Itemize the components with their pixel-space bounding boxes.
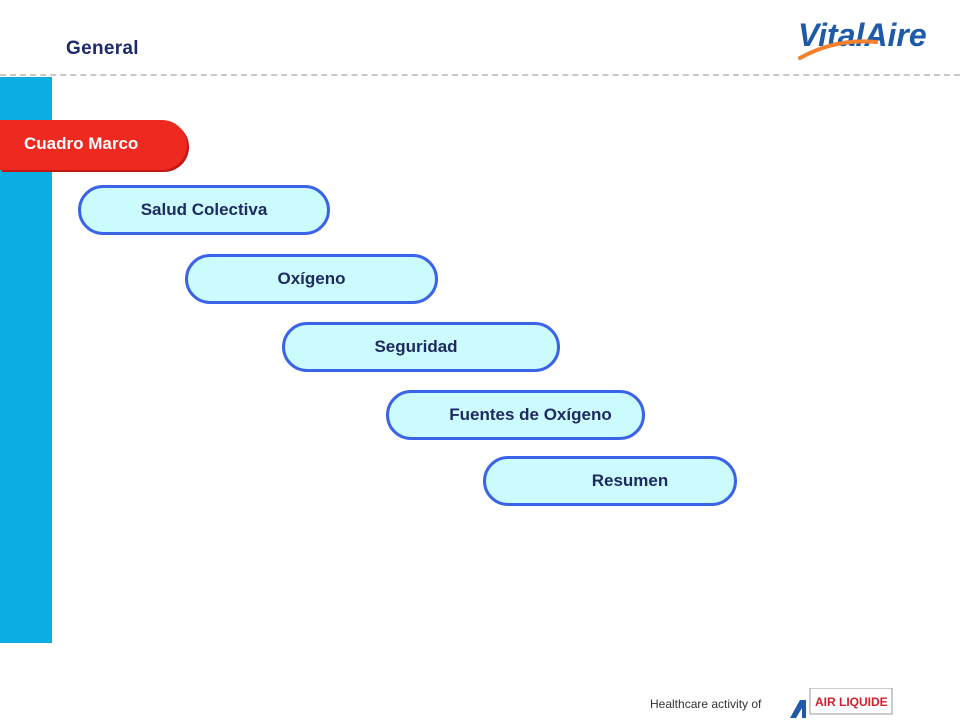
- svg-text:AIR LIQUIDE: AIR LIQUIDE: [815, 695, 888, 709]
- page-title: General: [66, 38, 139, 59]
- menu-item-label: Resumen: [591, 471, 669, 490]
- menu-item-label: Fuentes de Oxígeno: [449, 405, 612, 424]
- menu-item-label: Seguridad: [374, 337, 458, 356]
- menu-item-label: Oxígeno: [277, 269, 346, 288]
- menu-item-oxigeno[interactable]: Oxígeno: [185, 254, 438, 304]
- tab-cuadro-marco[interactable]: Cuadro Marco: [0, 120, 187, 170]
- header-divider: [0, 74, 960, 76]
- menu-item-label: Salud Colectiva: [140, 200, 268, 219]
- menu-item-fuentes-de-oxigeno[interactable]: Fuentes de Oxígeno: [386, 390, 645, 440]
- menu-item-seguridad[interactable]: Seguridad: [282, 322, 560, 372]
- menu-item-salud-colectiva[interactable]: Salud Colectiva: [78, 185, 330, 235]
- left-sidebar-bar: [0, 77, 52, 643]
- vitalaire-logo: VitalAire: [796, 12, 938, 69]
- footer-text: Healthcare activity of: [650, 697, 762, 711]
- svg-text:VitalAire: VitalAire: [798, 17, 927, 53]
- tab-label: Cuadro Marco: [24, 134, 139, 153]
- menu-item-resumen[interactable]: Resumen: [483, 456, 737, 506]
- air-liquide-logo: AIR LIQUIDE: [790, 687, 894, 723]
